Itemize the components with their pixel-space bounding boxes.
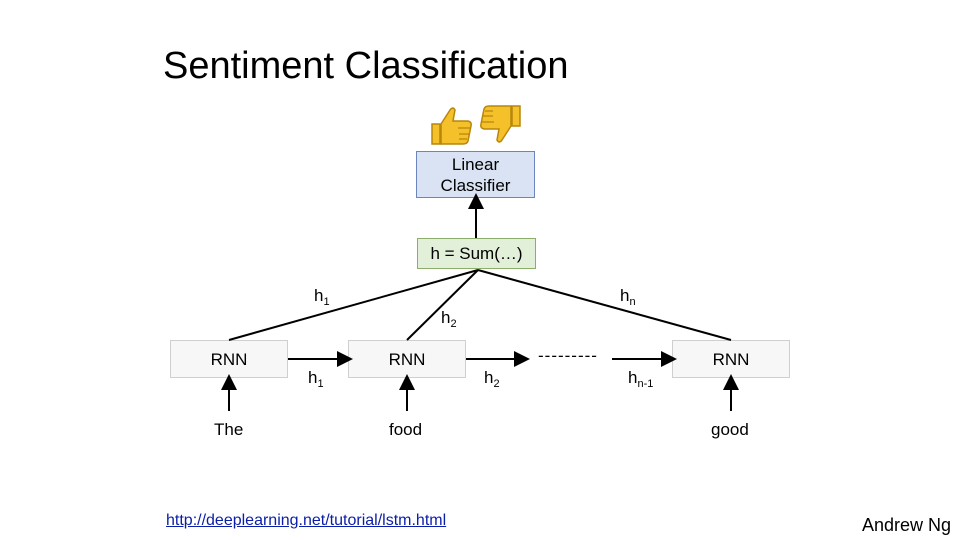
line-rnn1-to-sum xyxy=(228,269,479,341)
label-h2-between: h2 xyxy=(484,368,500,390)
label-h1-between: h1 xyxy=(308,368,324,390)
sum-box: h = Sum(…) xyxy=(417,238,536,269)
reference-link[interactable]: http://deeplearning.net/tutorial/lstm.ht… xyxy=(166,512,447,529)
slide-title: Sentiment Classification xyxy=(163,45,569,87)
rnn-box-n: RNN xyxy=(672,340,790,378)
label-hn1-between: hn-1 xyxy=(628,368,654,390)
label-hn-top: hn xyxy=(620,286,636,308)
linear-classifier-line2: Classifier xyxy=(440,175,511,195)
author-name: Andrew Ng xyxy=(862,515,952,535)
thumbs-up-icon xyxy=(431,107,472,145)
label-h1-top: h1 xyxy=(314,286,330,308)
input-word-the: The xyxy=(214,420,244,439)
line-rnnn-to-sum xyxy=(477,269,732,341)
thumbs-down-icon xyxy=(480,105,521,143)
linear-classifier-line1: Linear xyxy=(451,154,500,174)
rnn-box-2: RNN xyxy=(348,340,466,378)
input-word-food: food xyxy=(389,420,423,439)
line-rnn2-to-sum xyxy=(406,269,479,341)
input-word-good: good xyxy=(711,420,749,439)
dashed-continuation: --------- xyxy=(538,346,598,365)
label-h2-top: h2 xyxy=(441,308,457,330)
